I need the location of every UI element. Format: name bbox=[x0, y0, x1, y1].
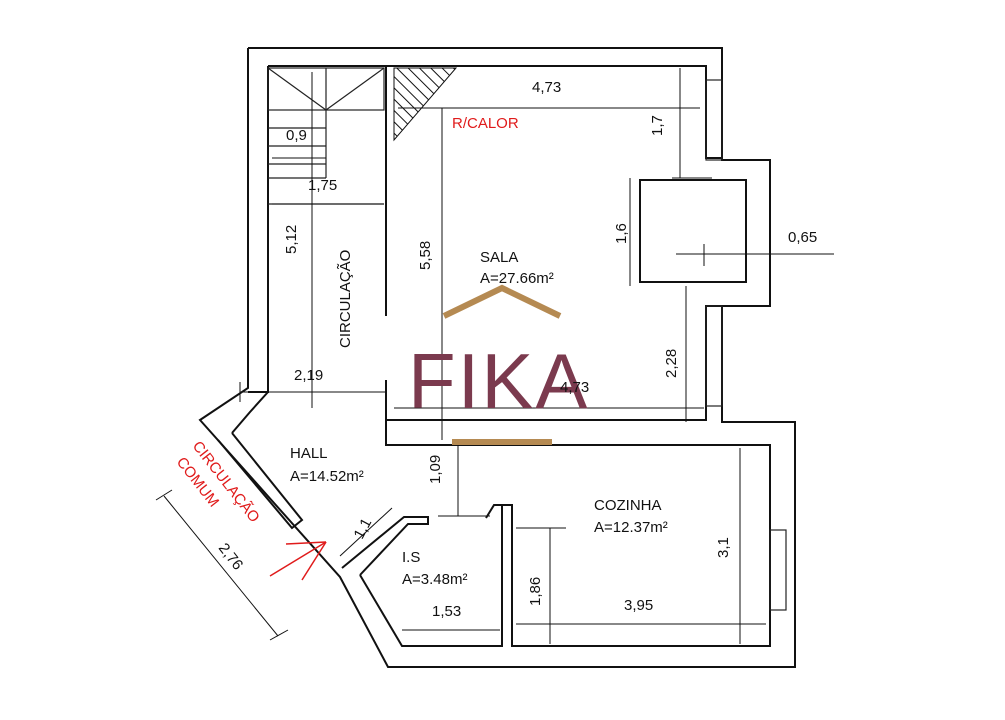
walls bbox=[198, 47, 796, 668]
circulacao-name: CIRCULAÇÃO bbox=[337, 250, 354, 348]
hall-name: HALL bbox=[290, 445, 328, 462]
room-labels: SALA A=27.66m² HALL A=14.52m² COZINHA A=… bbox=[290, 249, 668, 588]
sala-name: SALA bbox=[480, 249, 518, 266]
dim-is-width: 1,53 bbox=[432, 603, 461, 620]
entrance-arrow bbox=[269, 541, 327, 581]
hall-area: A=14.52m² bbox=[290, 468, 364, 485]
cozinha-area: A=12.37m² bbox=[594, 519, 668, 536]
logo-text: FIKA bbox=[408, 337, 589, 425]
inner-wall bbox=[268, 65, 722, 159]
dim-cozinha-height: 3,1 bbox=[715, 537, 732, 558]
dim-stair-tread: 0,9 bbox=[286, 127, 307, 144]
dim-hall-gap: 1,09 bbox=[427, 455, 444, 484]
dim-circ-length: 5,12 bbox=[283, 225, 300, 254]
window-right-bottom bbox=[705, 305, 723, 407]
dim-circ-width: 2,19 bbox=[294, 367, 323, 384]
dimension-labels: 4,73 1,7 0,9 1,75 5,12 5,58 1,6 0,65 2,2… bbox=[215, 79, 817, 620]
dim-mid-width: 4,73 bbox=[560, 379, 589, 396]
window-right-top bbox=[705, 79, 723, 161]
is-area: A=3.48m² bbox=[402, 571, 467, 588]
r-calor-hatch bbox=[393, 67, 458, 142]
dim-chimney-depth: 0,65 bbox=[788, 229, 817, 246]
dim-chimney-height: 1,6 bbox=[613, 223, 630, 244]
hall-wall bbox=[248, 66, 269, 393]
dim-door-width: 1,1 bbox=[351, 515, 376, 541]
sala-area: A=27.66m² bbox=[480, 270, 554, 287]
inner-wall-right bbox=[359, 305, 771, 647]
dim-window-top: 1,7 bbox=[649, 115, 666, 136]
dim-stair-width: 1,75 bbox=[308, 177, 337, 194]
dim-lower-right: 2,28 bbox=[663, 349, 680, 378]
dim-sala-length: 5,58 bbox=[417, 241, 434, 270]
dim-cozinha-left: 1,86 bbox=[527, 577, 544, 606]
hall-slant-wall bbox=[231, 391, 269, 434]
chimney bbox=[639, 179, 747, 283]
dim-entrance-width: 2,76 bbox=[215, 540, 246, 573]
dimension-lines bbox=[155, 68, 834, 644]
dim-cozinha-width: 3,95 bbox=[624, 597, 653, 614]
is-name: I.S bbox=[402, 549, 420, 566]
fika-logo: FIKA bbox=[408, 284, 589, 445]
r-calor-label: R/CALOR bbox=[452, 115, 519, 132]
cozinha-name: COZINHA bbox=[594, 497, 662, 514]
is-wall bbox=[341, 516, 429, 576]
hall-diagonal bbox=[217, 432, 304, 530]
logo-roof-mark bbox=[442, 284, 562, 319]
is-right-wall bbox=[485, 504, 502, 519]
dim-top-width: 4,73 bbox=[532, 79, 561, 96]
window-cozinha bbox=[769, 529, 787, 611]
